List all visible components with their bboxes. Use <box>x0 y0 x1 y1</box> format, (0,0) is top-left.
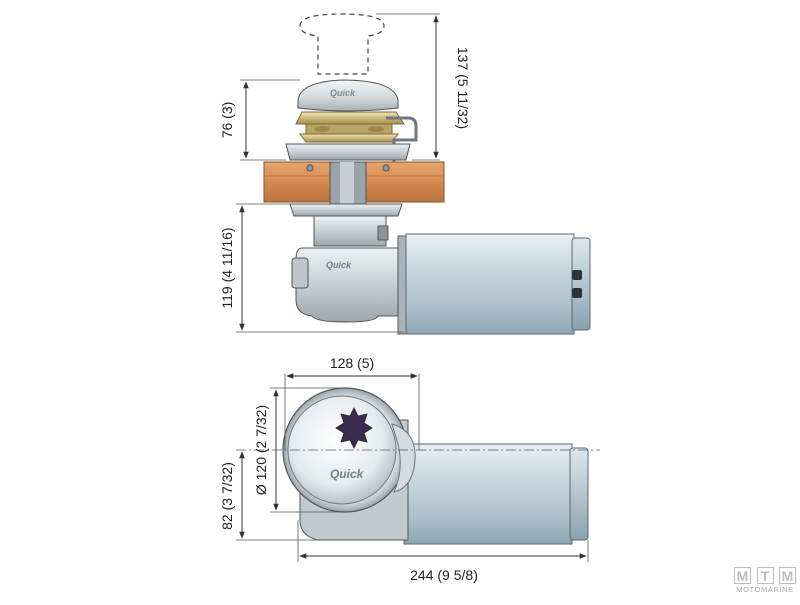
dim-244: 244 (9 5/8) <box>410 567 478 583</box>
tension-rod <box>386 116 418 196</box>
dimension-labels: 137 (5 11/32) 76 (3) 119 (4 11/16) 128 (… <box>219 47 478 583</box>
logo-letter-3: M <box>779 567 796 584</box>
dim-76: 76 (3) <box>219 102 235 139</box>
windlass-cap <box>297 79 399 112</box>
bottom-plate <box>289 203 403 217</box>
gearbox-brand-label: Quick <box>326 260 352 270</box>
dimension-lines <box>236 13 600 562</box>
gypsy <box>295 111 405 143</box>
cover-disc <box>287 395 397 505</box>
watermark-logo: M T M MOTOMARINE <box>734 567 796 594</box>
gearbox-neck <box>313 215 387 247</box>
dim-82: 82 (3 7/32) <box>219 462 235 530</box>
logo-letter-1: M <box>734 567 751 584</box>
side-view: Quick Quick <box>263 13 591 335</box>
cover-clip <box>391 423 416 493</box>
motor-plan <box>403 443 589 545</box>
cover-brand-label: Quick <box>330 467 365 481</box>
logo-subtitle: MOTOMARINE <box>736 585 794 594</box>
plan-view: Quick <box>282 387 589 545</box>
winch-handle-socket <box>335 407 373 449</box>
dim-120: Ø 120 (2 7/32) <box>253 405 269 495</box>
logo-letters: M T M <box>734 567 796 584</box>
motor-side <box>397 233 591 335</box>
dim-128: 128 (5) <box>330 355 374 371</box>
top-flange <box>285 143 411 161</box>
chain-pipe-outline <box>299 13 385 75</box>
cap-brand-label: Quick <box>330 88 356 98</box>
dim-137: 137 (5 11/32) <box>455 47 471 129</box>
dim-119: 119 (4 11/16) <box>219 227 235 308</box>
logo-letter-2: T <box>756 567 774 584</box>
